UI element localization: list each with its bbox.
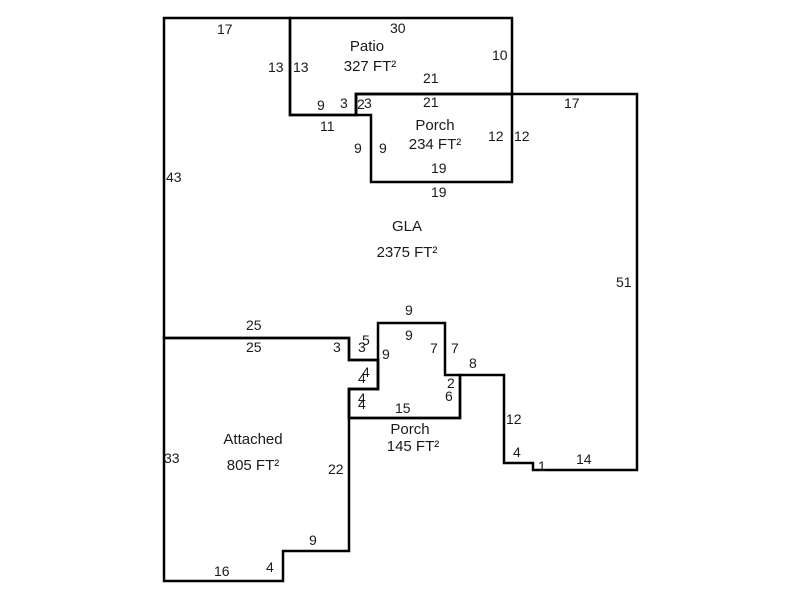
porch-top-label: Porch	[415, 117, 454, 134]
dimension-label: 4	[362, 364, 370, 380]
dimension-label: 5	[362, 332, 370, 348]
dimension-label: 25	[246, 339, 262, 355]
dimension-label: 4	[266, 559, 274, 575]
dimension-label: 9	[405, 327, 413, 343]
porch-top-area: 234 FT²	[409, 136, 462, 153]
porch-bottom-area: 145 FT²	[387, 438, 440, 455]
dimension-label: 19	[431, 184, 447, 200]
dimension-label: 12	[506, 411, 522, 427]
dimension-label: 51	[616, 274, 632, 290]
gla-label: GLA	[392, 218, 422, 235]
dimension-label: 8	[469, 355, 477, 371]
dimension-label: 33	[164, 450, 180, 466]
porch-bottom-outline	[347, 321, 462, 420]
dimension-label: 22	[328, 461, 344, 477]
dimension-label: 6	[445, 388, 453, 404]
patio-label: Patio	[350, 38, 384, 55]
dimension-label: 14	[576, 451, 592, 467]
dimension-label: 15	[395, 400, 411, 416]
dimension-label: 9	[405, 302, 413, 318]
dimension-label: 16	[214, 563, 230, 579]
attached-area: 805 FT²	[227, 457, 280, 474]
dimension-label: 3	[358, 339, 366, 355]
porch-bottom-label: Porch	[390, 421, 429, 438]
dimension-label: 3	[340, 95, 348, 111]
dimension-label: 13	[268, 59, 284, 75]
dimension-label: 11	[320, 118, 335, 134]
porch-top-outline	[354, 92, 514, 184]
dimension-label: 2	[447, 375, 455, 391]
dimension-label: 21	[423, 70, 439, 86]
dimension-label: 17	[564, 95, 580, 111]
dimension-label: 9	[317, 97, 325, 113]
dimension-label: 2	[357, 96, 365, 112]
dimension-label: 25	[246, 317, 262, 333]
dimension-label: 7	[430, 340, 438, 356]
dimension-label: 43	[166, 169, 182, 185]
dimension-label: 12	[514, 128, 530, 144]
dimension-label: 4	[358, 396, 366, 412]
attached-label: Attached	[223, 431, 282, 448]
dimension-label: 3	[364, 95, 372, 111]
dimension-label: 9	[354, 140, 362, 156]
dimension-label: 19	[431, 160, 447, 176]
dimension-label: 4	[513, 444, 521, 460]
dimension-label: 30	[390, 20, 406, 36]
dimension-label: 9	[379, 140, 387, 156]
dimension-label: 1	[538, 458, 546, 474]
patio-area: 327 FT²	[344, 58, 397, 75]
dimension-label: 10	[492, 47, 508, 63]
dimension-label: 3	[333, 339, 341, 355]
dimension-label: 17	[217, 21, 233, 37]
dimension-label: 7	[451, 340, 459, 356]
dimension-label: 4	[358, 370, 366, 386]
dimension-label: 4	[358, 390, 366, 406]
gla-area: 2375 FT²	[377, 244, 438, 261]
dimension-label: 21	[423, 94, 439, 110]
dimension-label: 13	[293, 59, 309, 75]
dimension-label: 12	[488, 128, 504, 144]
dimension-label: 9	[382, 346, 390, 362]
dimension-label: 9	[309, 532, 317, 548]
